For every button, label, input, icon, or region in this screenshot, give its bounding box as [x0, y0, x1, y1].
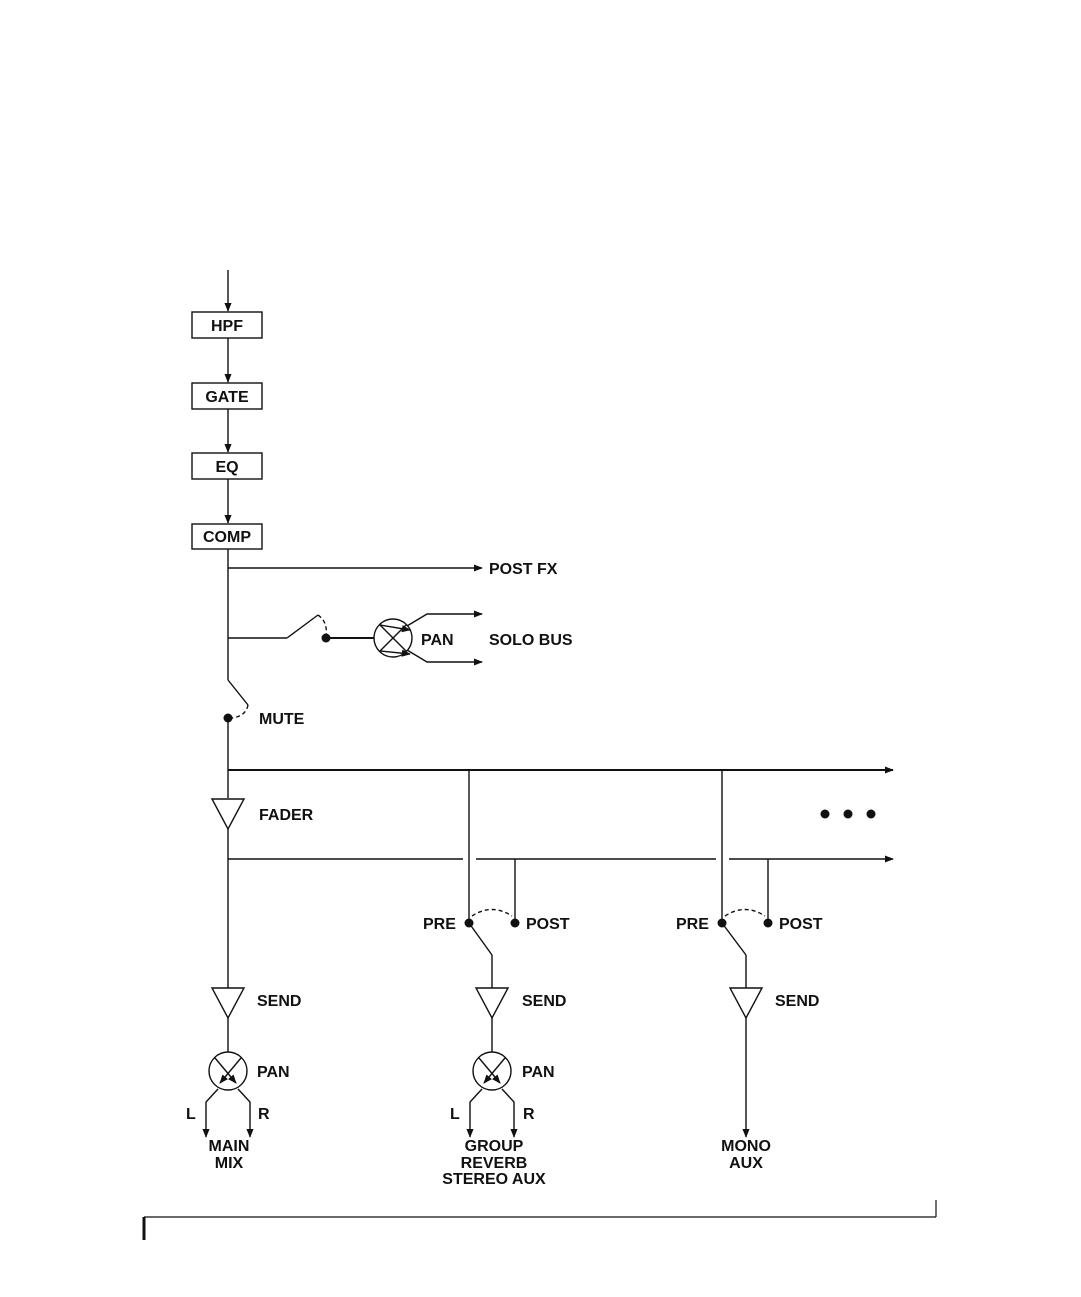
group-left-label: L: [450, 1106, 460, 1123]
mono-switch-arm: [722, 923, 746, 955]
group-right-out: [502, 1089, 514, 1137]
main-pan-icon: [209, 1052, 247, 1090]
main-right-out: [238, 1089, 250, 1137]
fader-label: FADER: [259, 807, 314, 824]
eq-block: EQ: [192, 453, 262, 479]
hpf-block: HPF: [192, 312, 262, 338]
group-left-out: [470, 1089, 482, 1137]
comp-label: COMP: [203, 529, 251, 546]
main-mix-line2: MIX: [215, 1155, 244, 1172]
solo-out-bottom-line: [407, 650, 482, 662]
group-post-label: POST: [526, 916, 570, 933]
solo-switch: [228, 615, 331, 643]
mute-switch: [224, 680, 249, 723]
main-right-label: R: [258, 1106, 270, 1123]
group-pan-label: PAN: [522, 1064, 555, 1081]
group-out-line3: STEREO AUX: [442, 1171, 546, 1188]
main-send-label: SEND: [257, 993, 301, 1010]
main-send-icon: [212, 988, 244, 1018]
mono-pre-label: PRE: [676, 916, 709, 933]
post-fx-label: POST FX: [489, 561, 558, 578]
main-pan-label: PAN: [257, 1064, 290, 1081]
page-frame-rule: [144, 1200, 936, 1240]
mono-send-label: SEND: [775, 993, 819, 1010]
mute-label: MUTE: [259, 711, 305, 728]
more-sends-icon: [821, 810, 876, 819]
mono-out-line2: AUX: [729, 1155, 763, 1172]
group-post-contact: [511, 919, 520, 928]
group-send-label: SEND: [522, 993, 566, 1010]
gate-block: GATE: [192, 383, 262, 409]
main-left-label: L: [186, 1106, 196, 1123]
group-switch-arc: [472, 910, 512, 917]
main-left-out: [206, 1089, 218, 1137]
group-switch-arm: [469, 923, 492, 955]
solo-out-top-line: [407, 614, 482, 626]
hpf-label: HPF: [211, 318, 243, 335]
group-right-label: R: [523, 1106, 535, 1123]
mono-switch-arc: [725, 910, 765, 917]
comp-block: COMP: [192, 524, 262, 549]
mono-post-label: POST: [779, 916, 823, 933]
main-mix-line1: MAIN: [209, 1138, 250, 1155]
mono-out-line1: MONO: [721, 1138, 771, 1155]
fader-icon: [212, 799, 244, 829]
solo-pan-label: PAN: [421, 632, 454, 649]
gate-label: GATE: [205, 389, 249, 406]
mono-post-contact: [764, 919, 773, 928]
solo-bus-label: SOLO BUS: [489, 632, 573, 649]
group-out-line2: REVERB: [461, 1155, 528, 1172]
group-send-icon: [476, 988, 508, 1018]
group-pre-label: PRE: [423, 916, 456, 933]
mono-send-icon: [730, 988, 762, 1018]
solo-pan-icon: [374, 619, 412, 657]
group-pan-icon: [473, 1052, 511, 1090]
group-out-line1: GROUP: [465, 1138, 524, 1155]
eq-label: EQ: [215, 459, 238, 476]
